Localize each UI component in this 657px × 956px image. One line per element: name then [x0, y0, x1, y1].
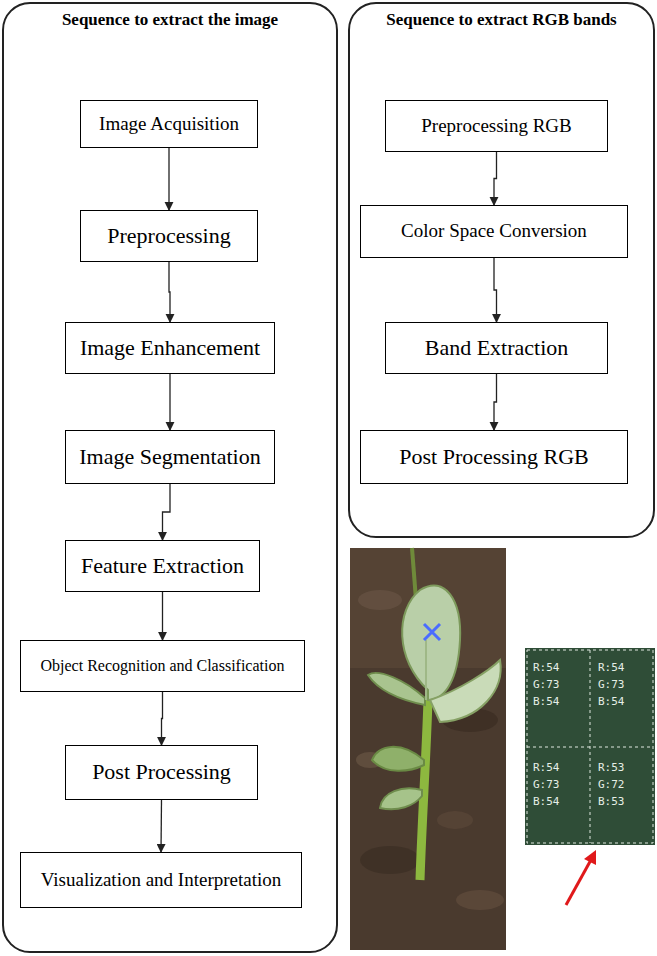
pixel-value: R:54 [598, 662, 625, 673]
rgb-pixel-grid-part [525, 648, 655, 845]
process-box: Image Acquisition [80, 100, 258, 148]
box-label: Preprocessing RGB [421, 116, 571, 137]
group-panel: Sequence to extract the imageImage Acqui… [2, 2, 338, 953]
plant-photo-part [412, 548, 416, 600]
pointer-arrow [566, 850, 596, 905]
box-label: Post Processing [92, 760, 231, 784]
pixel-value: R:54 [533, 762, 560, 773]
process-box: Color Space Conversion [360, 205, 628, 258]
plant-photo-part [437, 811, 473, 829]
process-box: Preprocessing [80, 210, 258, 262]
panel-heading: Sequence to extract RGB bands [382, 10, 622, 30]
rgb-pixel-grid-part [527, 650, 653, 843]
plant-photo-part [402, 586, 460, 700]
flow-arrow [494, 374, 497, 430]
plant-photo-part [456, 890, 504, 910]
pixel-value: B:54 [533, 796, 560, 807]
box-label: Image Acquisition [99, 114, 239, 135]
flow-arrow [160, 800, 162, 852]
pixel-value: B:53 [598, 796, 625, 807]
box-label: Object Recognition and Classification [41, 657, 285, 675]
process-box: Visualization and Interpretation [20, 852, 302, 908]
plant-photo-part [358, 590, 402, 610]
box-label: Visualization and Interpretation [41, 870, 282, 891]
rgb-pixel-grid-part [527, 650, 653, 843]
group-panel: Sequence to extract RGB bandsPreprocessi… [348, 2, 655, 538]
panel-heading: Sequence to extract the image [50, 10, 290, 30]
flow-arrow [169, 262, 170, 322]
pixel-value: B:54 [533, 696, 560, 707]
process-box: Feature Extraction [65, 540, 260, 592]
box-label: Band Extraction [425, 336, 569, 360]
pixel-value: R:54 [533, 662, 560, 673]
pixel-value: G:72 [598, 779, 625, 790]
pixel-value: G:73 [533, 679, 560, 690]
plant-photo [350, 548, 506, 950]
flow-arrow [494, 152, 497, 205]
process-box: Image Enhancement [65, 322, 275, 374]
process-box: Object Recognition and Classification [20, 640, 305, 692]
box-label: Color Space Conversion [401, 221, 587, 242]
plant-photo-part [430, 660, 501, 722]
pixel-value: G:73 [533, 779, 560, 790]
flow-arrow [168, 148, 169, 210]
pixel-value: B:54 [598, 696, 625, 707]
flow-arrow [494, 258, 497, 322]
box-label: Feature Extraction [81, 554, 244, 578]
rgb-pixel-grid [525, 648, 655, 845]
box-label: Post Processing RGB [399, 445, 588, 469]
flow-arrow [162, 592, 163, 640]
plant-photo-part [425, 640, 427, 700]
pixel-value: R:53 [598, 762, 625, 773]
box-label: Preprocessing [107, 224, 230, 248]
flow-arrow [163, 484, 171, 540]
plant-photo-part [350, 548, 506, 950]
plant-photo-part [380, 788, 422, 809]
plant-photo-part [360, 846, 420, 874]
plant-photo-part [372, 747, 424, 771]
flow-arrow [162, 692, 163, 745]
process-box: Post Processing RGB [360, 430, 628, 484]
process-box: Image Segmentation [65, 430, 275, 484]
box-label: Image Segmentation [79, 445, 260, 469]
box-label: Image Enhancement [80, 336, 260, 360]
process-box: Preprocessing RGB [385, 100, 608, 152]
pixel-value: G:73 [598, 679, 625, 690]
plant-photo-part [368, 673, 425, 705]
flow-arrow [169, 374, 170, 430]
process-box: Post Processing [65, 745, 258, 800]
pointer-arrow-part [566, 858, 592, 905]
process-box: Band Extraction [385, 322, 608, 374]
pointer-arrow-part [584, 850, 596, 865]
plant-photo-part [424, 624, 440, 640]
